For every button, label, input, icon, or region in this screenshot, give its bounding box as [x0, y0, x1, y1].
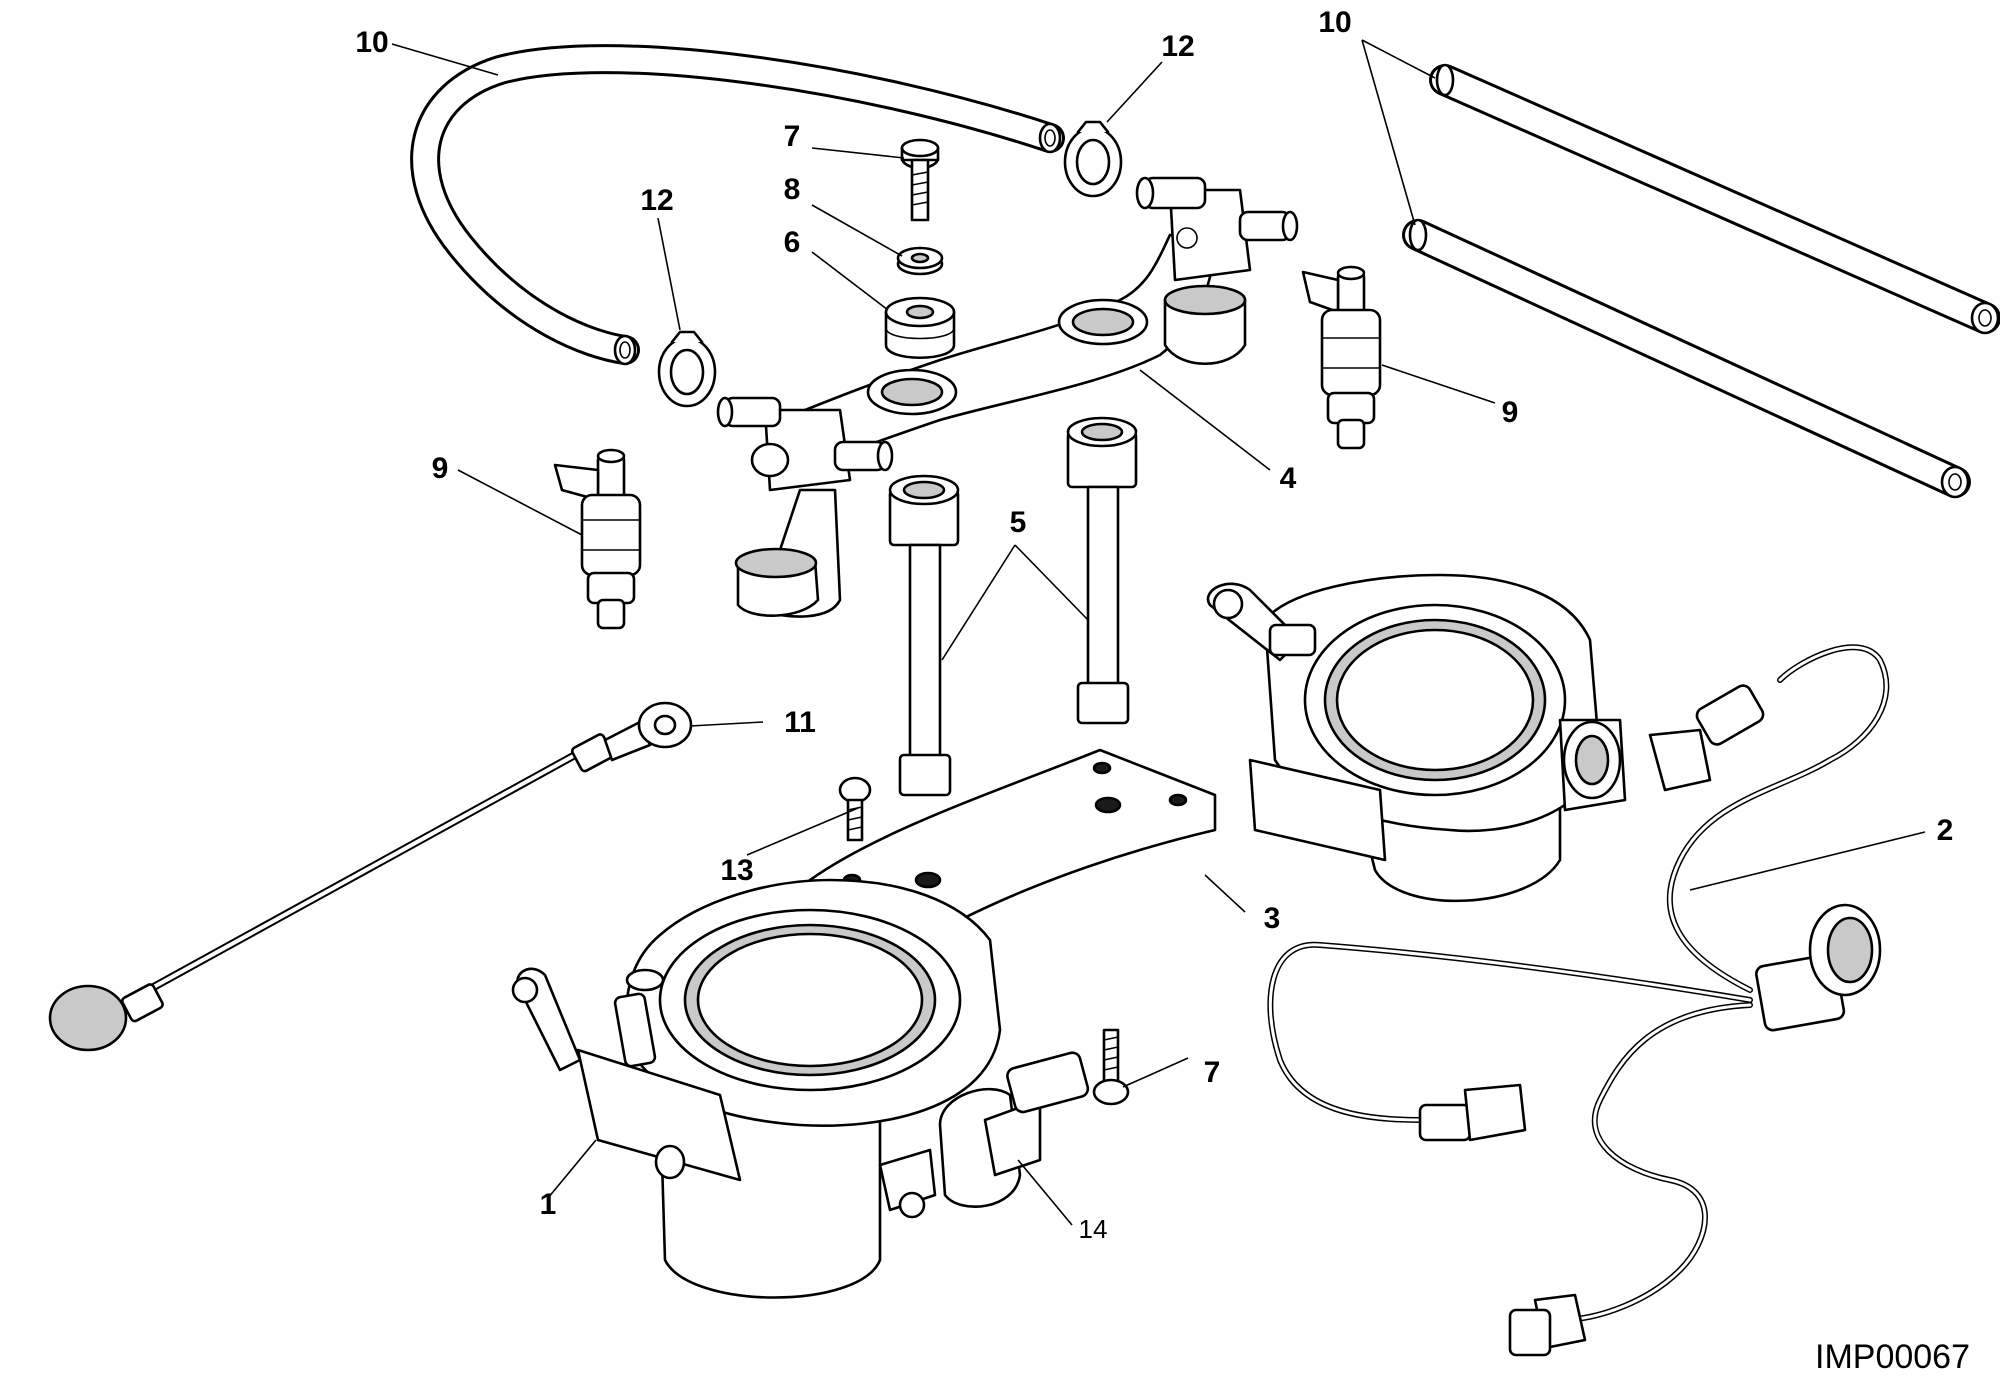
wiring-harness-part	[1267, 644, 1890, 1357]
leader-lines	[391, 39, 1926, 1226]
fuel-injector-left-part	[553, 448, 642, 630]
fuel-hose-left-part	[410, 44, 1065, 366]
callout-1: 1	[540, 1188, 557, 1221]
callout-11: 11	[784, 706, 816, 739]
callout-3: 3	[1264, 902, 1281, 935]
callout-12-left: 12	[640, 184, 673, 217]
callout-14: 14	[1079, 1214, 1108, 1244]
callout-5: 5	[1010, 506, 1027, 539]
fuel-hose-right-upper-part	[1429, 63, 2000, 335]
callout-4: 4	[1280, 462, 1297, 495]
callout-labels: 10 10 12 12 7 8 6 9 9 4 5 11 13 3 2 7 1 …	[355, 6, 1953, 1244]
callout-6: 6	[784, 226, 801, 259]
hose-clamp-right-part	[1063, 120, 1123, 198]
callout-12-right: 12	[1161, 30, 1194, 63]
fuel-hose-right-lower-part	[1402, 218, 1971, 499]
diagram-reference-code: IMP00067	[1815, 1338, 1970, 1376]
linkage-rod-part	[48, 701, 693, 1052]
callout-7-top: 7	[784, 120, 801, 153]
hose-clamp-left-part	[657, 330, 717, 408]
grommet-part	[884, 296, 956, 359]
callout-13: 13	[720, 854, 753, 887]
spacer-right-part	[1066, 416, 1138, 725]
spacer-left-part	[888, 474, 960, 797]
fuel-injector-right-part	[1301, 265, 1382, 450]
fuel-rail-part	[716, 176, 1299, 618]
washer-part	[896, 246, 944, 276]
callout-8: 8	[784, 173, 801, 206]
screw-bottom-part	[1092, 1028, 1130, 1106]
callout-9-right: 9	[1502, 396, 1519, 429]
callout-7-bottom: 7	[1204, 1056, 1221, 1089]
throttle-body-front-part	[511, 878, 1090, 1299]
callout-2: 2	[1937, 814, 1954, 847]
bolt-top-part	[900, 138, 940, 222]
throttle-body-rear-part	[1206, 573, 1627, 903]
callout-10-right: 10	[1318, 6, 1351, 39]
callout-10-left: 10	[355, 26, 388, 59]
callout-9-left: 9	[432, 452, 449, 485]
